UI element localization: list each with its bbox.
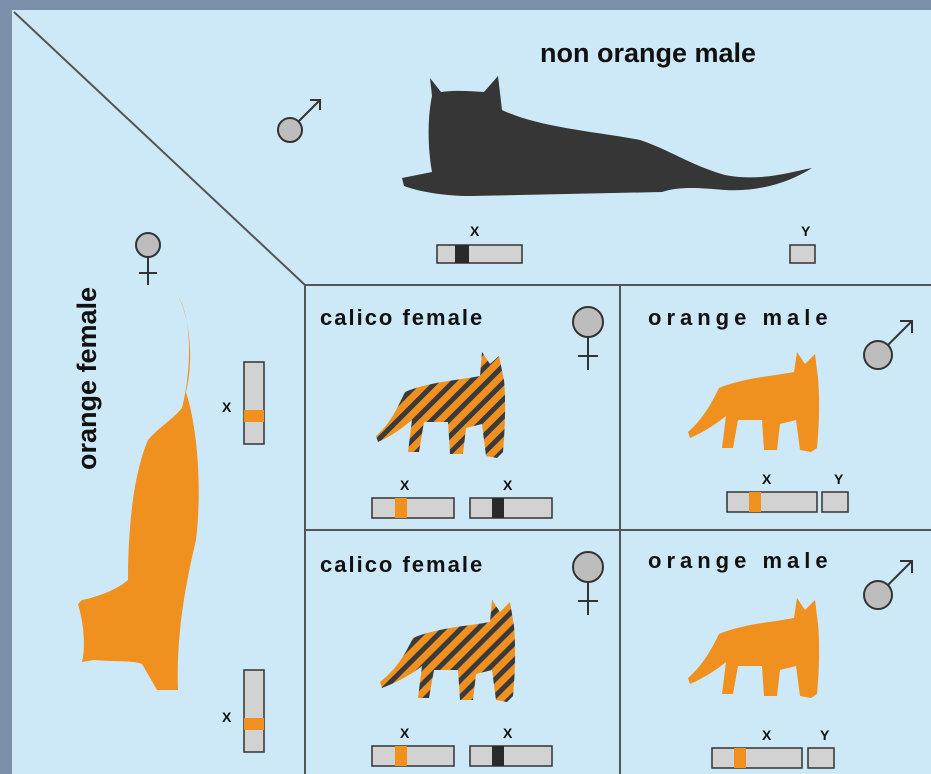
offspring-x1-chromosome [371, 745, 455, 767]
offspring-label: orange male [648, 305, 833, 330]
offspring-x1-label: X [400, 477, 410, 493]
male-parent-x-label: X [470, 223, 480, 239]
offspring-cell: calico female X X [320, 305, 604, 519]
offspring-x2-label: X [503, 725, 513, 741]
orange-cat-icon [78, 296, 199, 690]
offspring-x-chromosome [711, 747, 803, 769]
male-parent-label: non orange male [540, 38, 756, 68]
offspring-y-label: Y [820, 727, 830, 743]
female-symbol-icon [135, 232, 161, 285]
male-parent-y-label: Y [801, 223, 811, 239]
female-parent-x2-chromosome [243, 669, 265, 753]
offspring-y-label: Y [834, 471, 844, 487]
offspring-x2-chromosome [469, 745, 553, 767]
offspring-label: calico female [320, 305, 484, 330]
female-parent-x2-label: X [222, 709, 232, 725]
orange-cat-icon [688, 352, 820, 452]
female-parent-x1-chromosome [243, 361, 265, 445]
female-symbol-icon [572, 306, 604, 370]
male-symbol-icon [863, 320, 913, 370]
offspring-x-label: X [762, 727, 772, 743]
calico-cat-icon [380, 600, 516, 702]
female-parent-label: orange female [72, 287, 102, 470]
offspring-label: calico female [320, 552, 484, 577]
offspring-x1-chromosome [371, 497, 455, 519]
male-symbol-icon [277, 99, 321, 143]
offspring-x1-label: X [400, 725, 410, 741]
female-parent-x1-label: X [222, 399, 232, 415]
female-symbol-icon [572, 551, 604, 615]
offspring-x2-label: X [503, 477, 513, 493]
male-parent-x-chromosome [436, 244, 523, 264]
offspring-y-chromosome [821, 491, 849, 513]
offspring-cell: orange male X Y [648, 305, 913, 513]
offspring-cell: calico female X X [320, 551, 604, 767]
offspring-x-label: X [762, 471, 772, 487]
male-parent-y-chromosome [789, 244, 816, 264]
offspring-y-chromosome [807, 747, 835, 769]
male-symbol-icon [863, 560, 913, 610]
calico-cat-icon [376, 352, 506, 458]
offspring-x-chromosome [726, 491, 818, 513]
offspring-x2-chromosome [469, 497, 553, 519]
orange-cat-icon [688, 598, 820, 698]
black-cat-icon [402, 76, 812, 196]
grid-lines [13, 11, 931, 774]
offspring-cell: orange male X Y [648, 548, 913, 769]
offspring-label: orange male [648, 548, 833, 573]
